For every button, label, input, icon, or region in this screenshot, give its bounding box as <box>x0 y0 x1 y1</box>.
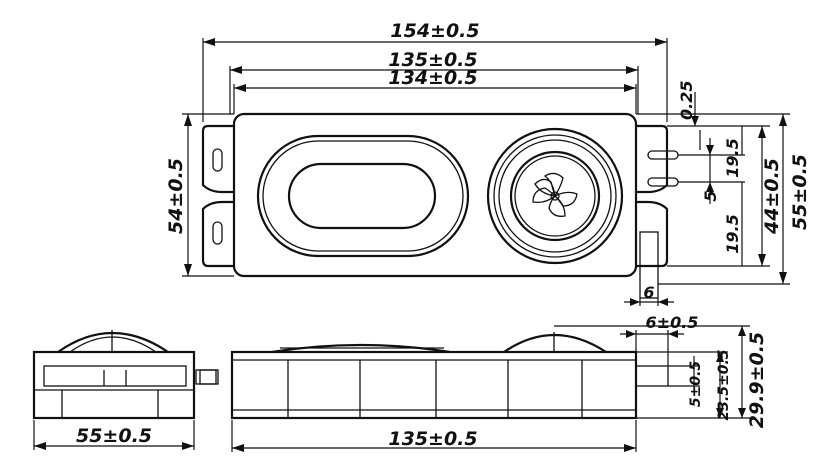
front-view-body <box>230 350 638 420</box>
dim-overall-length: 154±0.5 <box>390 20 479 42</box>
right-mounting-ear <box>636 124 669 194</box>
oval-passive-radiator <box>256 134 470 258</box>
dim-tab-span: 44±0.5 <box>761 158 783 235</box>
front-view-driver-dome <box>503 334 607 353</box>
dim-slot-offset-bottom: 19.5 <box>723 214 742 253</box>
terminal-tab <box>639 231 659 299</box>
dim-body-depth: 23.5±0.5 <box>716 349 732 420</box>
right-slot-lower <box>647 177 679 187</box>
front-view <box>199 325 750 452</box>
grille-spokes <box>532 172 578 217</box>
dim-slot-offset-top: 19.5 <box>723 138 742 177</box>
dim-mount-span: 135±0.5 <box>388 49 477 71</box>
left-slot-upper <box>212 148 223 172</box>
dim-tab-width-side: 6±0.5 <box>646 313 699 332</box>
dim-overall-depth: 29.9±0.5 <box>746 332 768 428</box>
top-view <box>182 38 790 306</box>
dim-tab-width: 6 <box>643 283 654 302</box>
left-slot-lower <box>212 221 223 245</box>
right-mounting-ear-lower <box>636 200 669 268</box>
left-mounting-ear <box>201 124 234 194</box>
dim-slot-width: 5 <box>701 190 720 201</box>
front-view-radiator-top <box>271 343 451 354</box>
dim-side-width: 55±0.5 <box>76 425 152 447</box>
dim-body-height: 54±0.5 <box>165 158 187 234</box>
side-view-body <box>32 350 196 420</box>
dim-tab-thickness: 0.25 <box>677 81 696 120</box>
dim-overall-height: 55±0.5 <box>789 154 811 230</box>
dim-tab-height: 5±0.5 <box>688 361 704 408</box>
left-mounting-ear-lower <box>201 200 234 268</box>
dim-front-length: 135±0.5 <box>388 428 477 450</box>
side-view <box>32 330 219 450</box>
dim-body-length: 134±0.5 <box>388 67 477 89</box>
round-driver <box>486 127 624 265</box>
right-slot-upper <box>647 150 679 160</box>
speaker-body-outline <box>232 112 638 278</box>
